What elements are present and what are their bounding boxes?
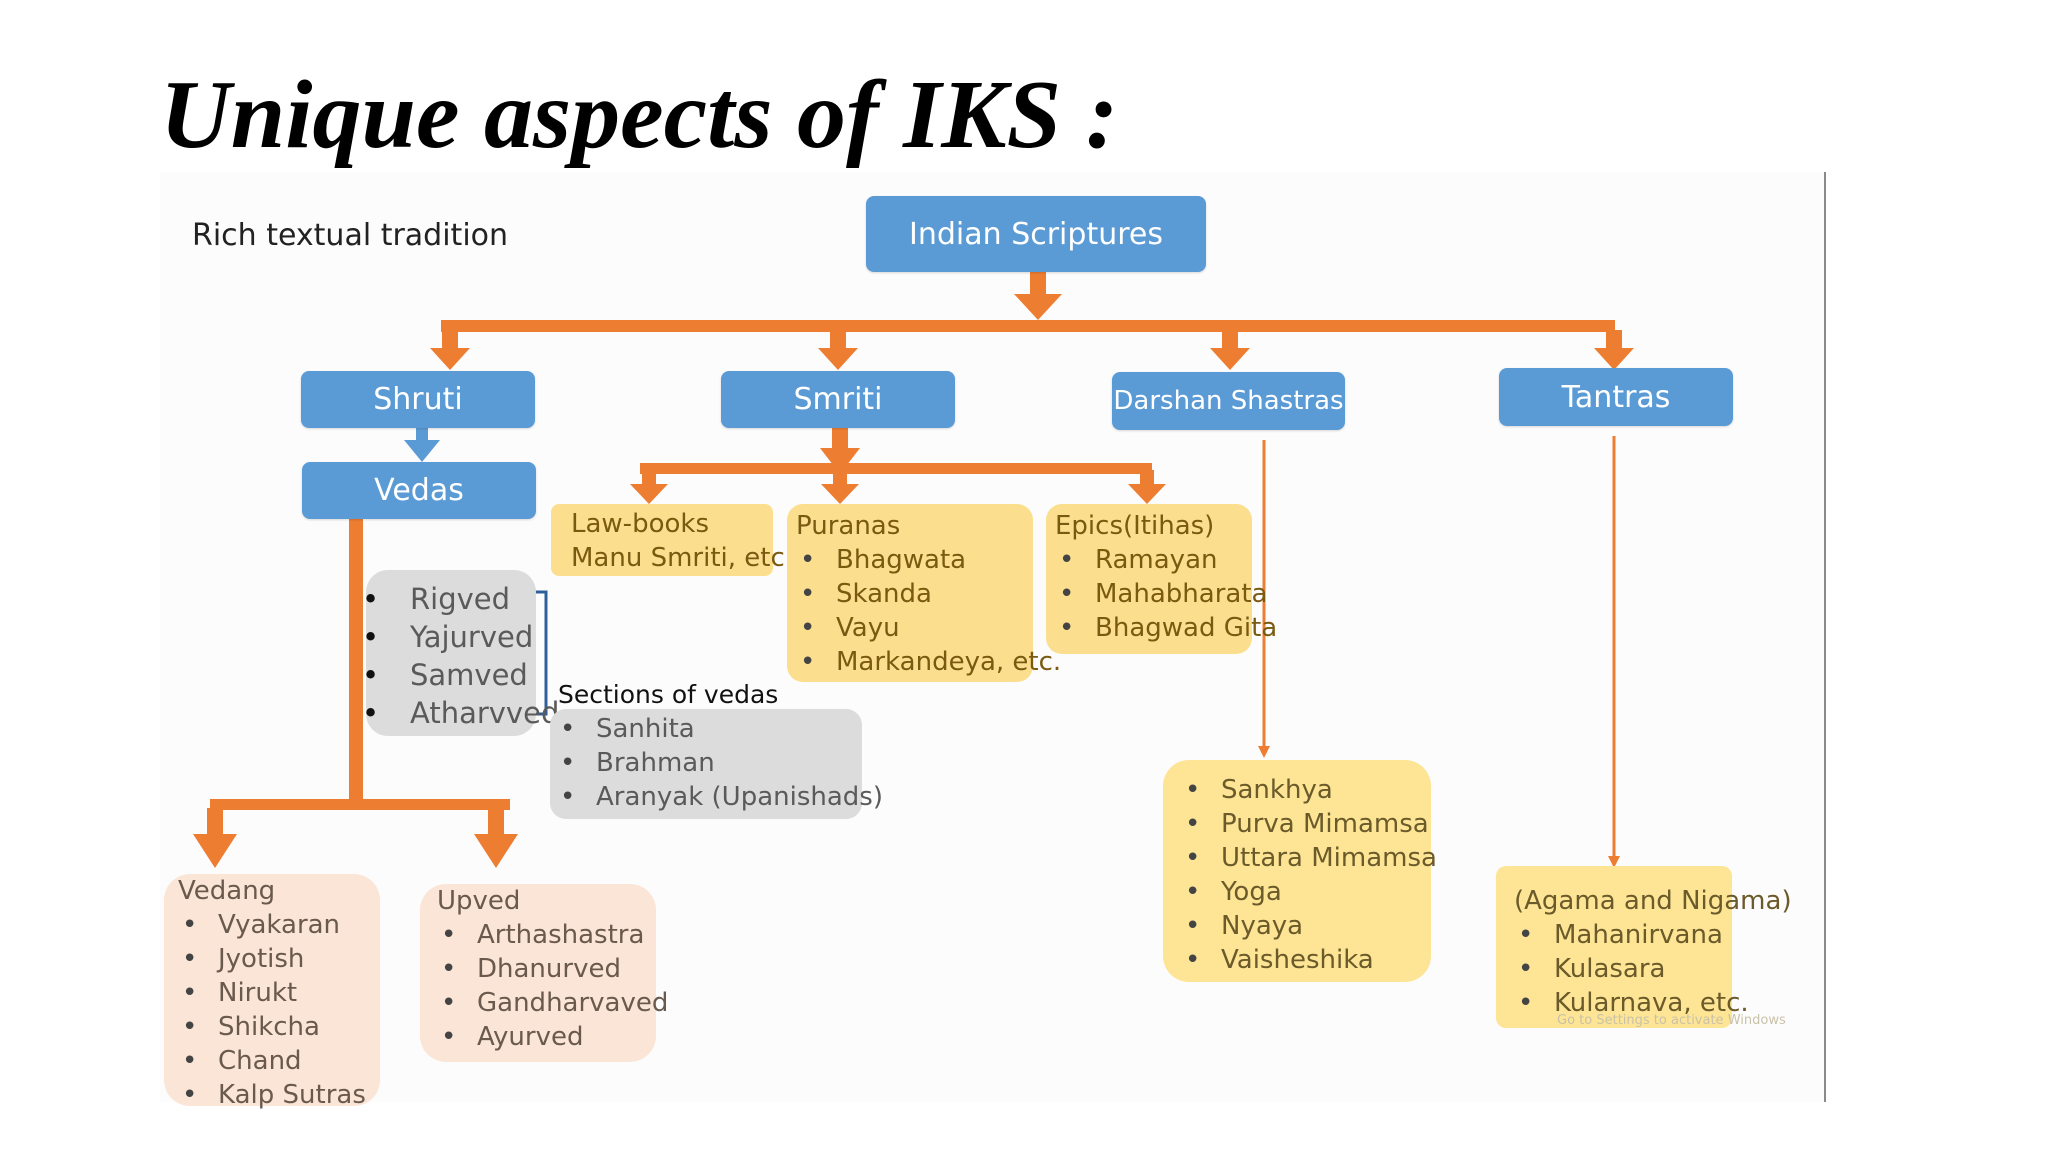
puranas-box: Puranas Bhagwata Skanda Vayu Markandeya,…: [787, 504, 1061, 682]
panel-right-border: [1824, 172, 1826, 1102]
upved-heading: Upved: [437, 886, 521, 916]
lawbooks-box: Law-books Manu Smriti, etc.: [551, 504, 794, 576]
list-item: Mahanirvana: [1514, 918, 1732, 952]
list-item: Sanhita: [556, 712, 862, 746]
list-item: Kulasara: [1514, 952, 1732, 986]
list-item: Nyaya: [1181, 909, 1431, 943]
list-item: Gandharvaved: [437, 986, 668, 1020]
list-item: Jyotish: [178, 942, 380, 976]
list-item: Kalp Sutras: [178, 1078, 380, 1112]
lawbooks-line-1: Law-books: [571, 509, 709, 539]
list-item: Purva Mimamsa: [1181, 807, 1431, 841]
vedang-box: Vedang Vyakaran Jyotish Nirukt Shikcha C…: [164, 874, 380, 1112]
node-darshan-shastras: Darshan Shastras: [1112, 372, 1345, 430]
node-shruti: Shruti: [301, 371, 535, 428]
list-item: Skanda: [796, 577, 1033, 611]
list-item: Yoga: [1181, 875, 1431, 909]
list-item: Rigved: [362, 580, 536, 618]
list-item: Ramayan: [1055, 543, 1252, 577]
list-item: Atharvved: [362, 694, 559, 732]
epics-heading: Epics(Itihas): [1055, 511, 1215, 541]
upved-box: Upved Arthashastra Dhanurved Gandharvave…: [420, 884, 668, 1062]
list-item: Yajurved: [362, 618, 536, 656]
list-item: Uttara Mimamsa: [1181, 841, 1437, 875]
list-item: Arthashastra: [437, 918, 656, 952]
vedang-heading: Vedang: [178, 876, 276, 906]
darshan-list-box: Sankhya Purva Mimamsa Uttara Mimamsa Yog…: [1163, 760, 1437, 982]
list-item: Ayurved: [437, 1020, 656, 1054]
list-item: Bhagwata: [796, 543, 1033, 577]
node-tantras: Tantras: [1499, 368, 1733, 426]
list-item: Vayu: [796, 611, 1033, 645]
lawbooks-line-2: Manu Smriti, etc.: [571, 543, 794, 573]
root-indian-scriptures: Indian Scriptures: [866, 196, 1206, 272]
list-item: Chand: [178, 1044, 380, 1078]
node-vedas: Vedas: [302, 462, 536, 519]
node-smriti: Smriti: [721, 371, 955, 428]
sections-of-vedas-box: Sanhita Brahman Aranyak (Upanishads): [550, 709, 883, 819]
list-item: Vyakaran: [178, 908, 380, 942]
activation-watermark: Go to Settings to activate Windows: [1557, 1013, 1786, 1028]
list-item: Nirukt: [178, 976, 380, 1010]
list-item: Bhagwad Gita: [1055, 611, 1277, 645]
list-item: Aranyak (Upanishads): [556, 780, 883, 814]
slide-title: Unique aspects of IKS :: [160, 61, 1119, 169]
list-item: Vaisheshika: [1181, 943, 1431, 977]
tantra-list-box: (Agama and Nigama) Mahanirvana Kulasara …: [1496, 866, 1792, 1028]
list-item: Mahabharata: [1055, 577, 1267, 611]
list-item: Markandeya, etc.: [796, 645, 1061, 679]
tantra-heading: (Agama and Nigama): [1514, 886, 1792, 916]
list-item: Dhanurved: [437, 952, 656, 986]
vedas-list-box: Rigved Yajurved Samved Atharvved: [362, 570, 559, 736]
list-item: Samved: [362, 656, 536, 694]
list-item: Sankhya: [1181, 773, 1431, 807]
epics-box: Epics(Itihas) Ramayan Mahabharata Bhagwa…: [1046, 504, 1277, 654]
subtitle: Rich textual tradition: [192, 218, 509, 253]
sections-of-vedas-label: Sections of vedas: [558, 680, 779, 709]
list-item: Brahman: [556, 746, 862, 780]
list-item: Kularnava, etc.: [1514, 986, 1749, 1020]
list-item: Shikcha: [178, 1010, 380, 1044]
puranas-heading: Puranas: [796, 511, 901, 541]
